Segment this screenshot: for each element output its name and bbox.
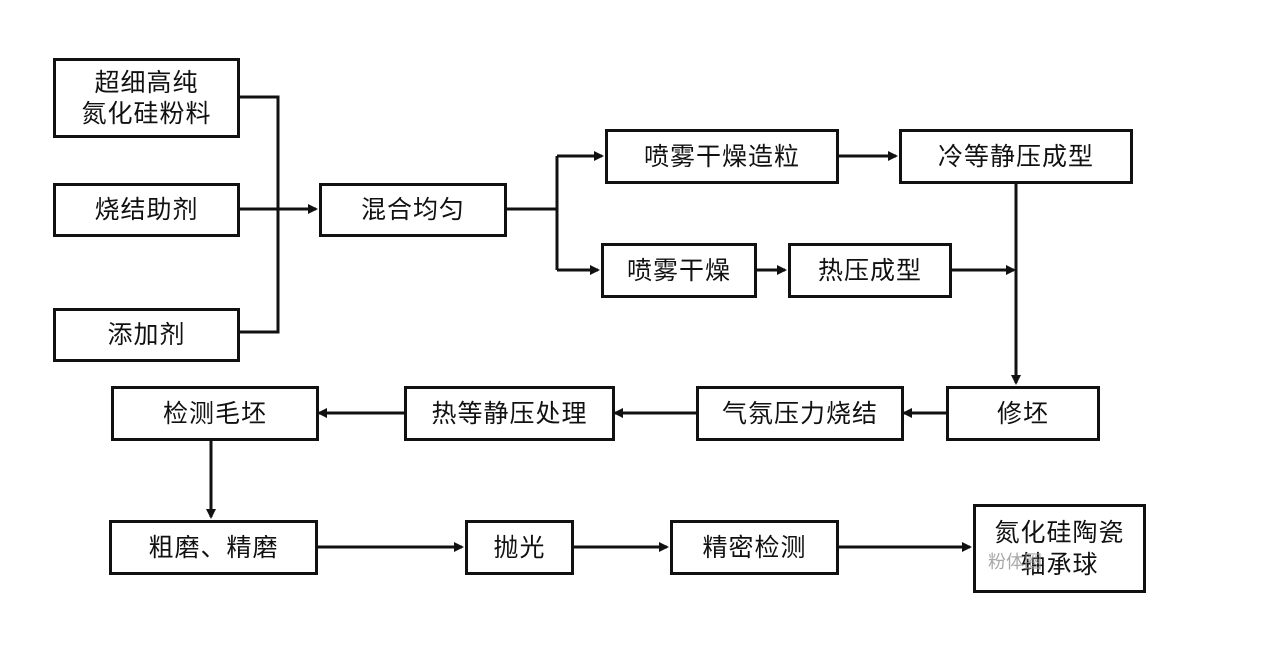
node-raw-powder: 超细高纯 氮化硅粉料: [53, 58, 240, 138]
node-cold-isostatic: 冷等静压成型: [899, 129, 1133, 184]
node-cold-isostatic-label: 冷等静压成型: [937, 141, 1094, 171]
node-hip-label: 热等静压处理: [431, 398, 588, 428]
connector-raw-powder: [238, 95, 280, 334]
node-trim: 修坯: [946, 386, 1100, 441]
node-gas-pressure-sinter-label: 气氛压力烧结: [721, 398, 878, 428]
node-gas-pressure-sinter: 气氛压力烧结: [696, 386, 904, 441]
node-hot-press: 热压成型: [788, 243, 952, 298]
node-spray-dry-granulate: 喷雾干燥造粒: [605, 129, 839, 184]
node-additive: 添加剂: [53, 308, 240, 362]
node-sintering-aid: 烧结助剂: [53, 183, 240, 237]
node-inspect-blank-label: 检测毛坯: [162, 398, 267, 428]
node-mixing: 混合均匀: [319, 183, 507, 237]
node-sintering-aid-label: 烧结助剂: [94, 195, 199, 225]
node-additive-label: 添加剂: [107, 320, 186, 350]
watermark: 粉体圈: [988, 552, 1042, 573]
node-final-line1: 氮化硅陶瓷: [994, 518, 1125, 548]
node-spray-dry-label: 喷雾干燥: [626, 255, 731, 285]
node-grinding-label: 粗磨、精磨: [148, 532, 279, 562]
node-spray-dry: 喷雾干燥: [601, 243, 757, 298]
node-raw-powder-line2: 氮化硅粉料: [81, 99, 212, 128]
node-raw-powder-line1: 超细高纯: [94, 67, 199, 97]
node-final-line2: 轴承球: [1020, 549, 1099, 579]
node-inspect-blank: 检测毛坯: [111, 386, 319, 441]
node-final-product: 氮化硅陶瓷 轴承球: [973, 504, 1146, 593]
node-mixing-label: 混合均匀: [360, 195, 465, 225]
node-trim-label: 修坯: [996, 398, 1049, 428]
node-spray-dry-granulate-label: 喷雾干燥造粒: [643, 141, 800, 171]
node-polishing: 抛光: [465, 520, 574, 575]
node-precision-inspect: 精密检测: [670, 520, 839, 575]
node-polishing-label: 抛光: [493, 532, 546, 562]
node-precision-inspect-label: 精密检测: [702, 532, 807, 562]
node-hot-press-label: 热压成型: [817, 255, 922, 285]
node-grinding: 粗磨、精磨: [109, 520, 318, 575]
node-hip: 热等静压处理: [404, 386, 615, 441]
